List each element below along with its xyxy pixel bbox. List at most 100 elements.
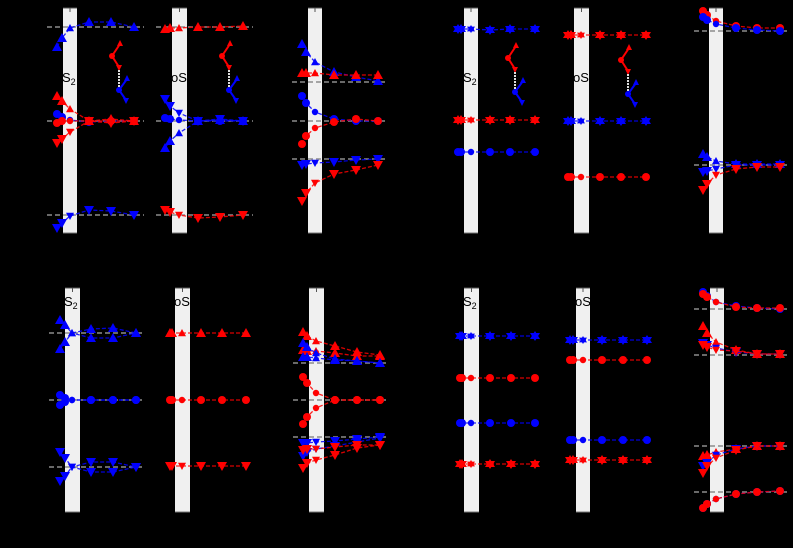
- marker-triangle-up: [55, 315, 65, 324]
- panel-top-2: oS2: [156, 7, 253, 234]
- marker-star: [618, 335, 628, 345]
- series-blue-tri-up: [52, 17, 139, 51]
- marker-star: [568, 455, 578, 465]
- marker-triangle-down: [312, 445, 320, 453]
- molecule-inset-icon: [505, 42, 526, 106]
- marker-circle: [753, 488, 761, 496]
- marker-triangle-down: [698, 469, 708, 478]
- marker-circle: [486, 419, 494, 427]
- marker-triangle-up: [698, 321, 708, 330]
- marker-triangle-up: [301, 47, 311, 56]
- marker-circle: [531, 419, 539, 427]
- marker-triangle-up: [66, 105, 74, 113]
- marker-circle: [753, 304, 761, 312]
- series-blue-star: [565, 335, 652, 345]
- marker-circle: [353, 396, 361, 404]
- panel-label: oS: [575, 294, 591, 309]
- marker-circle: [703, 500, 711, 508]
- panel-top-4: S2: [453, 7, 540, 234]
- series-blue-tri-up: [160, 115, 248, 152]
- marker-star: [456, 24, 466, 34]
- marker-triangle-down: [129, 211, 139, 220]
- marker-circle: [569, 436, 577, 444]
- marker-triangle-down: [55, 477, 65, 486]
- marker-circle: [66, 117, 74, 125]
- marker-triangle-up: [175, 129, 183, 137]
- highlight-band: [576, 288, 590, 512]
- series-red-star: [563, 30, 651, 40]
- series-red-tri-down: [698, 163, 785, 195]
- marker-triangle-down: [702, 167, 712, 176]
- series-red-tri-down: [698, 442, 785, 478]
- marker-circle: [579, 356, 587, 364]
- marker-triangle-up: [86, 324, 96, 333]
- marker-triangle-up: [160, 143, 170, 152]
- marker-circle: [109, 396, 117, 404]
- marker-star: [642, 455, 652, 465]
- marker-circle: [712, 298, 720, 306]
- marker-star: [566, 30, 576, 40]
- marker-triangle-down: [297, 197, 307, 206]
- marker-circle: [457, 148, 465, 156]
- marker-circle: [298, 92, 306, 100]
- marker-triangle-up: [375, 351, 385, 360]
- marker-triangle-down: [301, 189, 311, 198]
- marker-triangle-down: [330, 443, 340, 452]
- marker-triangle-up: [329, 70, 339, 79]
- marker-star: [485, 115, 495, 125]
- marker-star: [456, 115, 466, 125]
- marker-triangle-down: [165, 208, 175, 217]
- marker-star: [595, 30, 605, 40]
- marker-triangle-up: [165, 23, 175, 32]
- marker-triangle-down: [351, 166, 361, 175]
- marker-triangle-up: [373, 70, 383, 79]
- marker-triangle-down: [752, 442, 762, 451]
- marker-triangle-down: [311, 179, 319, 187]
- marker-triangle-down: [329, 158, 339, 167]
- marker-triangle-down: [175, 211, 183, 219]
- marker-circle: [506, 148, 514, 156]
- marker-triangle-down: [731, 347, 741, 356]
- molecule-inset-icon: [219, 40, 240, 104]
- marker-star: [457, 331, 467, 341]
- marker-triangle-down: [57, 219, 67, 228]
- marker-triangle-down: [106, 119, 116, 128]
- marker-circle: [58, 117, 66, 125]
- marker-triangle-down: [330, 437, 340, 446]
- marker-triangle-down: [108, 468, 118, 477]
- marker-circle: [197, 396, 205, 404]
- series-line: [302, 444, 381, 469]
- marker-triangle-up: [373, 76, 383, 85]
- marker-circle: [458, 419, 466, 427]
- marker-circle: [643, 356, 651, 364]
- series-red-star: [453, 115, 540, 125]
- marker-circle: [302, 132, 310, 140]
- marker-triangle-down: [731, 165, 741, 174]
- marker-triangle-down: [702, 462, 712, 471]
- marker-circle: [643, 436, 651, 444]
- marker-triangle-down: [60, 472, 70, 481]
- marker-star: [467, 116, 475, 124]
- marker-triangle-up: [167, 328, 177, 337]
- marker-circle: [753, 26, 761, 34]
- marker-circle: [598, 356, 606, 364]
- marker-circle: [242, 396, 250, 404]
- marker-star: [616, 30, 626, 40]
- marker-circle: [486, 374, 494, 382]
- marker-triangle-down: [217, 462, 227, 471]
- series-red-circle: [699, 487, 784, 512]
- marker-circle: [507, 374, 515, 382]
- marker-triangle-down: [302, 445, 312, 454]
- marker-triangle-down: [752, 350, 762, 359]
- series-line: [164, 209, 244, 219]
- marker-star: [467, 460, 475, 468]
- marker-circle: [776, 27, 784, 35]
- marker-triangle-up: [297, 39, 307, 48]
- series-blue-circle: [456, 419, 539, 427]
- marker-triangle-up: [178, 329, 186, 337]
- marker-triangle-down: [752, 163, 762, 172]
- marker-triangle-down: [68, 463, 76, 471]
- marker-circle: [619, 356, 627, 364]
- panel-bottom-3: [293, 287, 389, 513]
- marker-triangle-down: [375, 441, 385, 450]
